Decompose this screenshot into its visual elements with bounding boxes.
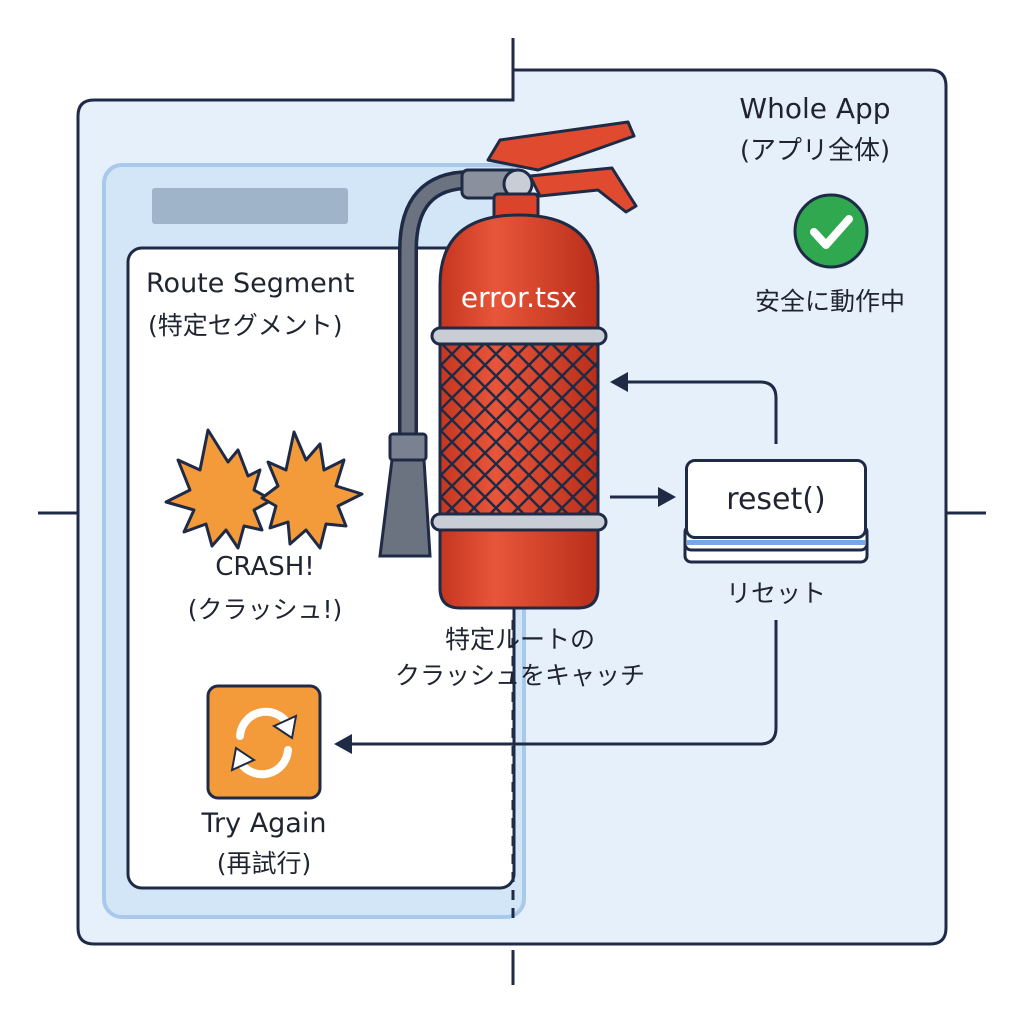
net-strand <box>440 450 509 520</box>
segment-title-bar <box>152 188 348 224</box>
net-strand <box>440 340 555 456</box>
whole-app-status: 安全に動作中 <box>754 287 905 316</box>
explosion-icon <box>164 428 364 550</box>
crash-label: CRASH! <box>215 552 315 582</box>
fire-extinguisher-illustration <box>378 120 638 610</box>
reset-button[interactable]: reset() <box>685 459 867 539</box>
net-strand <box>483 404 598 520</box>
net-strand <box>440 362 597 520</box>
arrow-reset-to-extinguisher <box>622 380 778 444</box>
whole-app-title: Whole App <box>739 92 891 125</box>
guide-lines <box>38 38 986 985</box>
net-strand <box>547 340 598 392</box>
flow-arrows <box>348 380 778 746</box>
extinguisher-handle-top <box>486 120 636 172</box>
crash-sublabel: (クラッシュ!) <box>187 595 343 624</box>
whole-app-subtitle: (アプリ全体) <box>739 136 891 166</box>
net-strand <box>505 426 598 520</box>
net-strand <box>440 340 511 412</box>
net-strand <box>440 340 577 478</box>
net-strand <box>459 340 598 480</box>
net-strand <box>440 360 598 520</box>
arrow-heads <box>334 372 676 754</box>
net-strand <box>440 340 533 434</box>
extinguisher-caption-line2: クラッシュをキャッチ <box>394 661 645 690</box>
extinguisher-band-top <box>430 326 608 346</box>
net-strand <box>440 406 553 520</box>
net-strand <box>481 340 598 458</box>
net-strand <box>440 384 575 520</box>
route-segment-title: Route Segment <box>146 268 355 299</box>
reset-caption: リセット <box>725 579 826 608</box>
net-strand <box>461 382 598 520</box>
arrow-reset-to-try-again <box>348 620 778 746</box>
net-strand <box>440 472 487 520</box>
net-strand <box>440 340 598 502</box>
extinguisher-handle-lever <box>528 166 638 214</box>
net-strand <box>503 340 598 436</box>
try-again-sublabel: (再試行) <box>216 849 312 878</box>
net-strand <box>440 340 489 390</box>
net-strand <box>440 340 598 500</box>
reset-label: reset() <box>726 481 826 517</box>
net-strand <box>527 448 598 520</box>
net-strand <box>549 470 598 520</box>
net-strand <box>525 340 598 414</box>
route-segment-subtitle: (特定セグメント) <box>148 311 343 340</box>
extinguisher-band-bottom <box>430 512 608 532</box>
net-strand <box>440 428 531 520</box>
extinguisher-nozzle <box>378 458 432 558</box>
check-circle-icon <box>793 193 869 269</box>
extinguisher-nozzle-band <box>388 432 428 462</box>
refresh-icon <box>206 684 322 800</box>
extinguisher-net <box>440 340 598 520</box>
extinguisher-caption-line1: 特定ルートの <box>444 625 595 654</box>
extinguisher-label: error.tsx <box>461 281 577 314</box>
try-again-label: Try Again <box>201 808 327 839</box>
